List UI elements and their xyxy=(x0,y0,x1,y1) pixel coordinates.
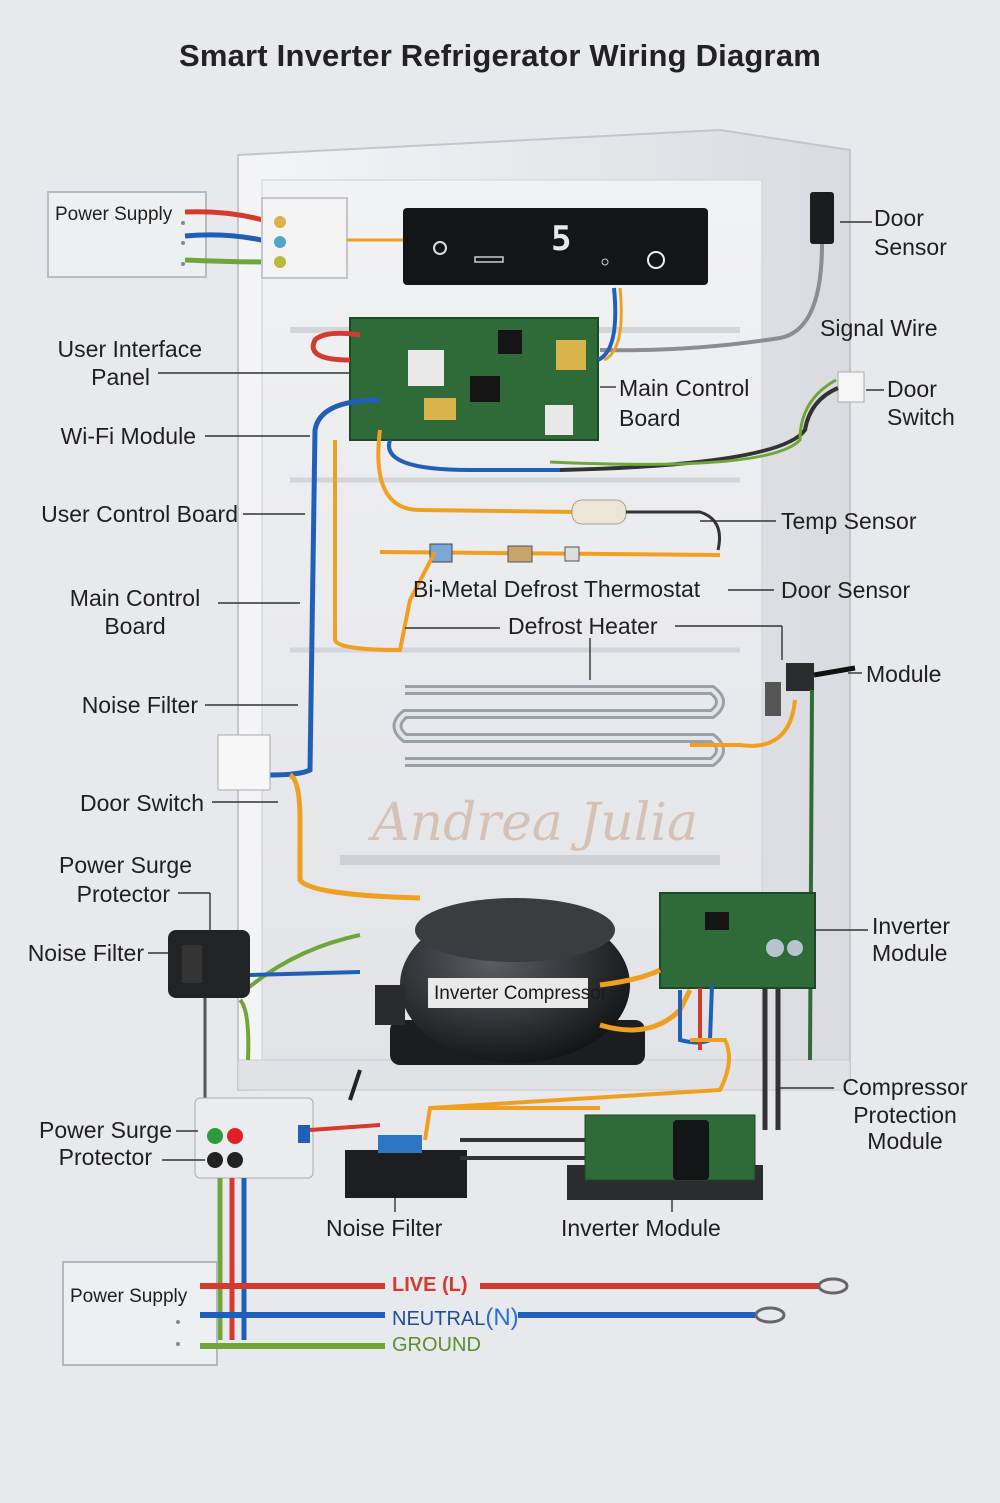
label-door-switch-right-1: Door xyxy=(887,376,937,402)
power-supply-box-top xyxy=(47,191,403,279)
label-power-supply-bottom: Power Supply xyxy=(70,1286,188,1307)
live-code: (L) xyxy=(442,1274,468,1296)
label-signal-wire: Signal Wire xyxy=(820,315,938,341)
label-bimetal-defrost-thermostat: Bi-Metal Defrost Thermostat xyxy=(413,576,701,602)
door-sensor-device xyxy=(599,192,834,353)
label-door-sensor-top-2: Sensor xyxy=(874,234,947,260)
left-vertical-wires xyxy=(217,397,421,901)
inverter-compressor-unit xyxy=(238,898,645,1065)
label-noise-filter-mid: Noise Filter xyxy=(27,940,144,966)
label-main-control-board-center-2: Board xyxy=(619,405,681,431)
label-ground-wire: GROUND xyxy=(392,1334,481,1356)
sensor-wiring xyxy=(333,429,721,653)
label-inverter-module-bottom: Inverter Module xyxy=(561,1215,721,1241)
artist-signature: Andrea Julia xyxy=(368,793,698,853)
label-compressor-protection-module-3: Module xyxy=(867,1128,943,1154)
label-door-switch-right-2: Switch xyxy=(887,404,955,430)
label-inverter-module-right-2: Module xyxy=(872,940,948,966)
noise-filter-device-left xyxy=(168,930,251,1110)
label-user-interface-panel-1: User Interface xyxy=(57,336,202,362)
label-noise-filter-left: Noise Filter xyxy=(81,692,198,718)
label-power-supply-top: Power Supply xyxy=(55,204,173,225)
defrost-heater-coil xyxy=(392,663,856,1061)
label-door-sensor-top-1: Door xyxy=(874,205,924,231)
label-user-control-board: User Control Board xyxy=(41,501,238,527)
label-main-control-board-left-1: Main Control xyxy=(69,585,201,611)
label-power-surge-protector-left-2: Protector xyxy=(76,881,170,907)
display-digit: 5 xyxy=(551,219,572,259)
bottom-power-wires xyxy=(62,1178,849,1366)
label-module: Module xyxy=(866,661,942,687)
neutral-text: NEUTRAL xyxy=(392,1308,486,1330)
bottom-components xyxy=(194,1069,763,1200)
main-control-board-pcb xyxy=(310,287,623,441)
label-main-control-board-left-2: Board xyxy=(104,613,166,639)
label-power-surge-protector-bottom-2: Protector xyxy=(58,1144,152,1170)
label-door-sensor-right: Door Sensor xyxy=(781,577,911,603)
control-display xyxy=(403,208,708,285)
label-live-wire: LIVE (L) xyxy=(392,1274,468,1297)
label-inverter-module-right-1: Inverter xyxy=(872,913,950,939)
diagram-title: Smart Inverter Refrigerator Wiring Diagr… xyxy=(178,38,822,73)
label-defrost-heater: Defrost Heater xyxy=(508,613,658,639)
label-temp-sensor: Temp Sensor xyxy=(781,508,917,534)
label-noise-filter-bottom: Noise Filter xyxy=(326,1215,443,1241)
door-switch-device-right xyxy=(387,371,865,472)
label-wifi-module: Wi-Fi Module xyxy=(60,423,196,449)
label-user-interface-panel-2: Panel xyxy=(91,364,150,390)
label-door-switch-left: Door Switch xyxy=(80,790,204,816)
label-main-control-board-center-1: Main Control xyxy=(619,375,750,401)
label-compressor-protection-module-2: Protection xyxy=(853,1102,957,1128)
inverter-module-pcb-right xyxy=(423,892,816,1141)
label-compressor-protection-module-1: Compressor xyxy=(842,1074,968,1100)
live-text: LIVE xyxy=(392,1274,437,1296)
neutral-code: (N) xyxy=(485,1304,519,1331)
label-inverter-compressor: Inverter Compressor xyxy=(434,983,608,1004)
label-power-surge-protector-bottom-1: Power Surge xyxy=(39,1117,172,1143)
leader-lines xyxy=(148,221,884,1212)
label-neutral-wire: NEUTRAL(N) xyxy=(392,1304,519,1332)
label-power-surge-protector-left-1: Power Surge xyxy=(59,852,192,878)
